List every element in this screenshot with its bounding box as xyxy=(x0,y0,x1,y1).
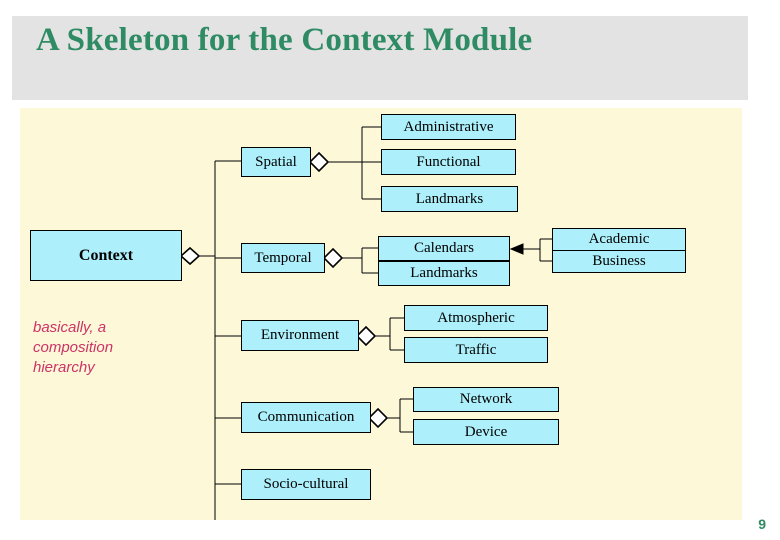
node-label: Academic xyxy=(588,231,650,247)
annotation-line-3: hierarchy xyxy=(33,359,95,376)
node-label: Device xyxy=(464,423,508,440)
node-label: Network xyxy=(459,391,513,407)
page-number: 9 xyxy=(758,516,766,532)
node-label: Business xyxy=(592,253,646,269)
node-administrative[interactable]: Administrative xyxy=(381,114,516,140)
node-label: Functional xyxy=(416,153,481,170)
node-environment[interactable]: Environment xyxy=(241,320,359,351)
node-temporal[interactable]: Temporal xyxy=(241,243,325,273)
node-calendars[interactable]: Calendars xyxy=(378,236,510,261)
node-spatial[interactable]: Spatial xyxy=(241,147,311,177)
page-title: A Skeleton for the Context Module xyxy=(36,22,533,58)
node-landmarks-temporal[interactable]: Landmarks xyxy=(378,261,510,286)
node-label: Temporal xyxy=(254,249,312,266)
diagram-panel xyxy=(20,108,742,520)
node-label: Calendars xyxy=(414,240,474,256)
node-label: Spatial xyxy=(255,153,297,170)
node-label: Socio-cultural xyxy=(263,476,349,492)
node-label: Landmarks xyxy=(410,265,478,281)
annotation-line-2: composition xyxy=(33,339,114,356)
annotation-note: basically, a composition hierarchy xyxy=(33,318,203,378)
node-functional[interactable]: Functional xyxy=(381,149,516,175)
node-atmospheric[interactable]: Atmospheric xyxy=(404,305,548,331)
node-label: Landmarks xyxy=(415,190,484,207)
node-socio-cultural[interactable]: Socio-cultural xyxy=(241,469,371,500)
annotation-line-1: basically, a xyxy=(33,319,107,336)
node-network[interactable]: Network xyxy=(413,387,559,412)
node-context[interactable]: Context xyxy=(30,230,182,281)
node-label: Context xyxy=(78,246,134,264)
node-label: Traffic xyxy=(455,341,497,358)
node-academic[interactable]: Academic xyxy=(552,228,686,251)
node-label: Environment xyxy=(260,327,340,343)
node-device[interactable]: Device xyxy=(413,419,559,445)
node-business[interactable]: Business xyxy=(552,250,686,273)
title-band xyxy=(12,16,748,100)
node-communication[interactable]: Communication xyxy=(241,402,371,433)
node-landmarks-spatial[interactable]: Landmarks xyxy=(381,186,518,212)
node-traffic[interactable]: Traffic xyxy=(404,337,548,363)
node-label: Administrative xyxy=(403,118,494,135)
node-label: Atmospheric xyxy=(437,309,515,326)
node-label: Communication xyxy=(257,409,355,425)
